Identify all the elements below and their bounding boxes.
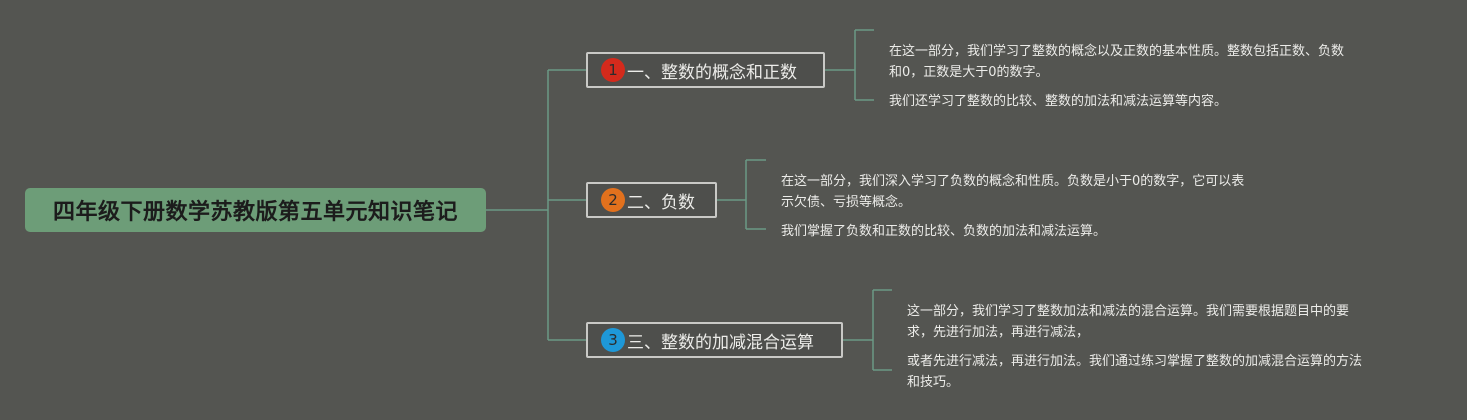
note-2-1-line2: 示欠债、亏损等概念。 <box>781 195 912 210</box>
branch-topic-1-label: 一、整数的概念和正数 <box>627 62 797 83</box>
note-3-2[interactable]: 或者先进行减法，再进行加法。我们通过练习掌握了整数的加减混合运算的方法 和技巧。 <box>907 351 1362 393</box>
note-3-2-line1: 或者先进行减法，再进行加法。我们通过练习掌握了整数的加减混合运算的方法 <box>907 354 1363 369</box>
branch-topic-3[interactable]: 3 三、整数的加减混合运算 <box>586 322 843 358</box>
note-3-1-line1: 这一部分，我们学习了整数加法和减法的混合运算。我们需要根据题目中的要 <box>907 304 1350 319</box>
note-2-1-line1: 在这一部分，我们深入学习了负数的概念和性质。负数是小于0的数字，它可以表 <box>781 174 1245 189</box>
note-3-2-line2: 和技巧。 <box>907 375 960 390</box>
note-1-2[interactable]: 我们还学习了整数的比较、整数的加法和减法运算等内容。 <box>889 91 1227 112</box>
note-3-1[interactable]: 这一部分，我们学习了整数加法和减法的混合运算。我们需要根据题目中的要 求，先进行… <box>907 301 1349 343</box>
branch-topic-1[interactable]: 1 一、整数的概念和正数 <box>586 52 825 88</box>
root-topic[interactable]: 四年级下册数学苏教版第五单元知识笔记 <box>25 188 486 232</box>
branch-topic-2-label: 二、负数 <box>627 192 695 213</box>
note-1-1-line1: 在这一部分，我们学习了整数的概念以及正数的基本性质。整数包括正数、负数 <box>889 44 1345 59</box>
number-badge-2: 2 <box>601 188 625 212</box>
note-1-1-line2: 和0，正数是大于0的数字。 <box>889 65 1049 80</box>
branch-topic-2[interactable]: 2 二、负数 <box>586 182 717 218</box>
note-1-1[interactable]: 在这一部分，我们学习了整数的概念以及正数的基本性质。整数包括正数、负数 和0，正… <box>889 41 1344 83</box>
root-topic-label: 四年级下册数学苏教版第五单元知识笔记 <box>52 200 458 225</box>
number-badge-3: 3 <box>601 328 625 352</box>
number-badge-1: 1 <box>601 58 625 82</box>
note-3-1-line2: 求，先进行加法，再进行减法， <box>907 325 1090 340</box>
note-1-2-line1: 我们还学习了整数的比较、整数的加法和减法运算等内容。 <box>889 94 1228 109</box>
note-2-2[interactable]: 我们掌握了负数和正数的比较、负数的加法和减法运算。 <box>781 221 1106 242</box>
note-2-1[interactable]: 在这一部分，我们深入学习了负数的概念和性质。负数是小于0的数字，它可以表 示欠债… <box>781 171 1244 213</box>
note-2-2-line1: 我们掌握了负数和正数的比较、负数的加法和减法运算。 <box>781 224 1107 239</box>
branch-topic-3-label: 三、整数的加减混合运算 <box>627 332 814 353</box>
